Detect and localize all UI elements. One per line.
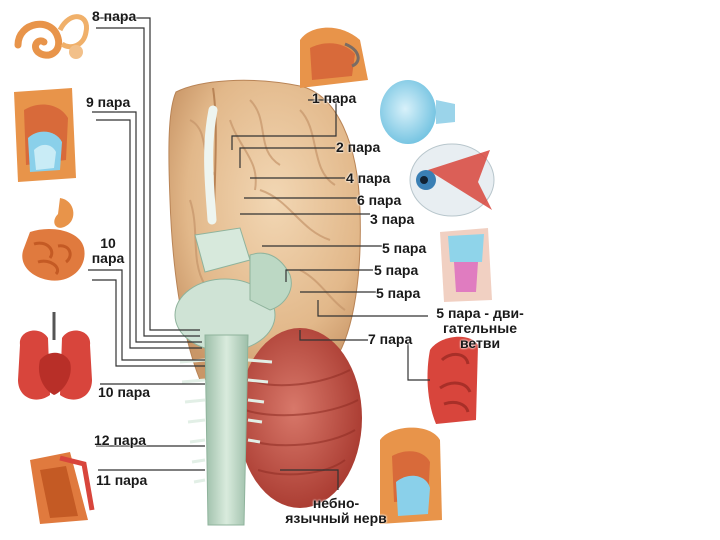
label-pair3: 3 пара [370,211,415,227]
inner-ear-organ [14,14,89,59]
neck-muscles-organ [30,452,95,524]
label-pair10-lower: 10 пара [98,384,151,400]
leader-pair7 [299,330,368,341]
label-pair1: 1 пара [312,90,357,106]
face-skin-organ [440,228,492,302]
leader-pair7-face [407,342,430,381]
leader-pair8b [96,27,200,337]
leader-pair10b [92,279,205,367]
digestive-organ [22,198,85,281]
label-pair9: 9 пара [86,94,131,110]
label-pair5-motor: 5 пара - дви- гательные ветви [424,306,536,351]
heart-lungs-organ [18,312,92,400]
eyeball-muscles-organ [409,143,495,217]
label-pair10-line2: пара [91,250,125,266]
brainstem [174,227,292,526]
label-pair5a: 5 пара [382,240,427,256]
label-pair11: 11 пара [96,472,148,488]
eye-organ [380,80,455,144]
label-pair8: 8 пара [92,8,137,24]
label-pair5-motor-line3: ветви [459,335,501,351]
leader-palatine [280,469,339,490]
label-pair2: 2 пара [336,139,381,155]
leader-pair2 [239,147,335,168]
label-pair10: 10 пара [88,236,128,266]
label-palatine-line2: язычный нерв [285,510,387,526]
label-pair7: 7 пара [368,331,413,347]
leader-pair9b [96,119,202,349]
leader-lines [88,17,430,490]
leader-pair1 [231,99,337,150]
leader-pair9 [92,111,202,343]
cerebellum [238,328,362,508]
label-pair6: 6 пара [357,192,402,208]
label-pair5c: 5 пара [376,285,421,301]
label-pair10-line1: 10 [100,235,116,251]
leader-pair8 [92,17,200,331]
pharynx-organ [14,88,76,182]
nasal-organ [300,27,368,88]
leader-pair5b [285,269,373,282]
leader-pair10 [88,269,205,361]
facial-muscles-organ [427,336,478,424]
label-palatine-nerve: небно- язычный нерв [268,496,404,526]
label-pair5-motor-line2: гательные [443,320,517,336]
tongue-organ [380,427,442,524]
label-pair4: 4 пара [346,170,391,186]
leader-pair5-motor [317,300,428,317]
label-pair5-motor-line1: 5 пара - дви- [436,305,524,321]
label-palatine-line1: небно- [312,495,360,511]
label-pair12: 12 пара [94,432,147,448]
label-pair5b: 5 пара [374,262,419,278]
